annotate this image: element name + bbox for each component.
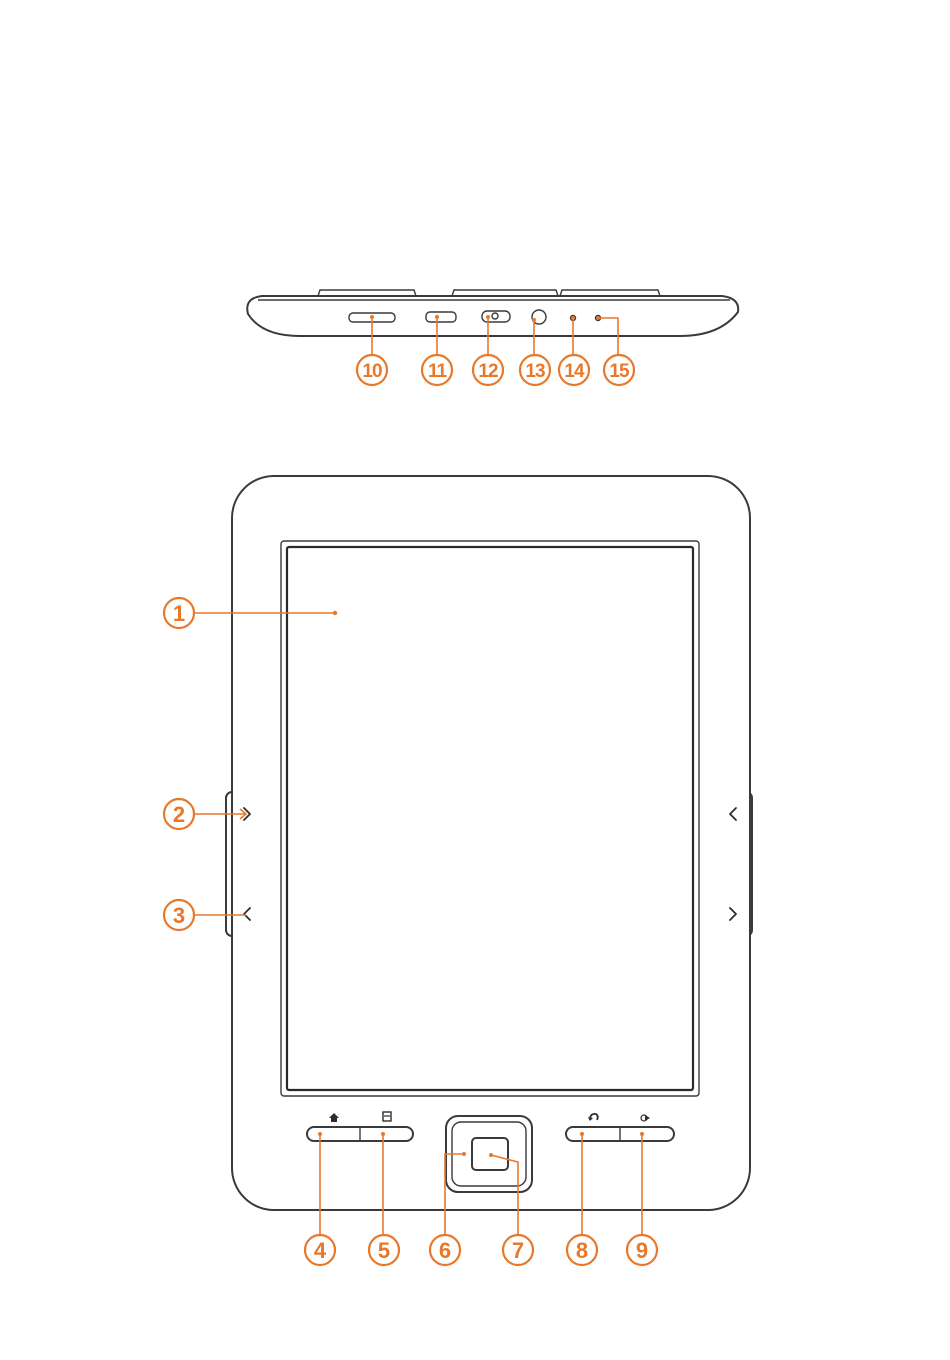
callout-15-label: 15 [609,361,630,382]
device-front-view [226,476,752,1210]
callout-14-label: 14 [564,361,585,382]
device-top-view [247,290,738,336]
callout-4-label: 4 [314,1238,327,1263]
callout-6-label: 6 [439,1238,451,1263]
callout-5-label: 5 [378,1238,390,1263]
callout-2-label: 2 [173,802,185,827]
callout-1-label: 1 [173,601,185,626]
callout-7-label: 7 [512,1238,524,1263]
eink-screen [287,547,693,1090]
callout-3-label: 3 [173,903,185,928]
callout-10-label: 10 [362,361,382,382]
callout-8-label: 8 [576,1238,588,1263]
callout-12-label: 12 [478,361,498,382]
callout-9-label: 9 [636,1238,648,1263]
device-top-edge [247,296,738,336]
callout-13-label: 13 [525,361,545,382]
callout-11-label: 11 [428,361,448,382]
